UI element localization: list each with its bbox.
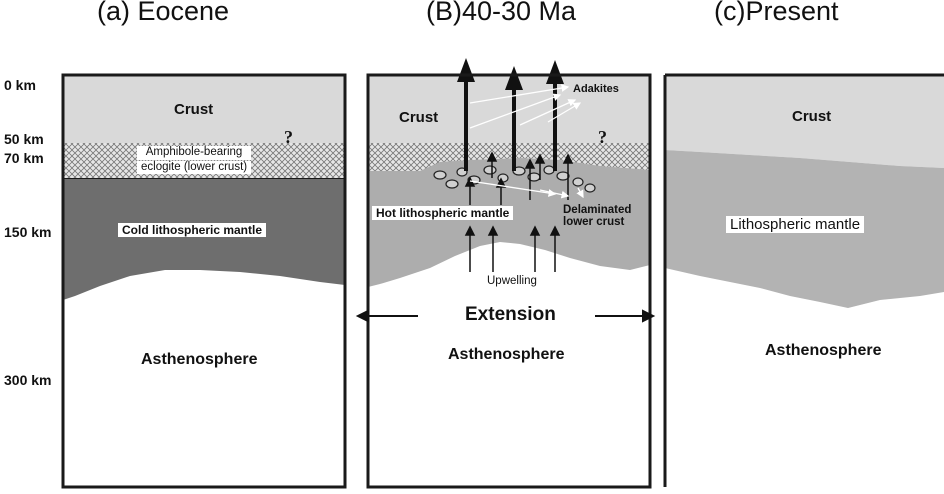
small-arrow-1-head (464, 176, 476, 187)
panel-c-title: (c)Present (714, 0, 839, 26)
small-arrow-6-head (562, 153, 574, 164)
panel-b-upwelling-label: Upwelling (487, 275, 537, 287)
small-arrow-5-head (534, 153, 546, 164)
ascent-arrow-1-head (457, 58, 475, 82)
delaminated-label-line-2: lower crust (563, 215, 625, 228)
panel-a-title: (a) Eocene (97, 0, 230, 26)
upwelling-arrow-2-head (487, 225, 499, 236)
depth-label-300: 300 km (4, 372, 52, 388)
panel-a (61, 73, 347, 489)
panel-a-frame (61, 73, 347, 489)
panel-c-mantle-label: Lithospheric mantle (726, 216, 865, 233)
panel-c-frame (663, 73, 944, 487)
panel-b-crust-label: Crust (399, 109, 439, 126)
panel-b-question-mark: ? (598, 127, 607, 147)
depth-label-50: 50 km (4, 131, 44, 147)
panel-a-question-mark: ? (284, 127, 293, 147)
blob-12 (584, 183, 596, 193)
mantle-small-arrows (464, 151, 574, 272)
delamination-arrow-2 (539, 189, 570, 199)
extension-arrow-left-head (355, 309, 369, 323)
blob-1 (433, 170, 447, 180)
panel-a-asthenosphere-label: Asthenosphere (141, 351, 258, 368)
blob-10 (556, 171, 570, 181)
small-arrow-2-head (486, 151, 498, 162)
panel-b-title: (B)40-30 Ma (426, 0, 577, 26)
panel-c-crust-layer (665, 75, 944, 168)
extension-arrows (355, 309, 656, 323)
adakite-arrow-2 (469, 93, 562, 129)
blob-11 (572, 177, 584, 187)
panel-b-asthenosphere-label: Asthenosphere (448, 346, 565, 363)
upwelling-arrow-3-head (529, 225, 541, 236)
blob-5 (483, 165, 497, 175)
panel-c (663, 73, 944, 487)
eclogite-label-line-2: eclogite (lower crust) (137, 160, 252, 174)
ascent-arrow-3-head (546, 60, 564, 84)
panel-c-asthenosphere-label: Asthenosphere (765, 342, 882, 359)
eclogite-label-line-1: Amphibole-bearing (137, 146, 252, 160)
blob-9 (543, 165, 555, 175)
panel-b-delaminated-label: Delaminated lower crust (563, 204, 632, 228)
upwelling-arrow-4-head (549, 225, 561, 236)
extension-arrow-right-head (642, 309, 656, 323)
delamination-arrow-3 (576, 187, 584, 199)
adakite-arrow-1 (469, 84, 570, 104)
upwelling-arrow-1-head (464, 225, 476, 236)
small-arrow-4-head (524, 158, 536, 169)
panel-b (355, 58, 656, 489)
panel-b-frame (366, 73, 652, 489)
adakite-arrow-3 (519, 99, 577, 126)
panel-c-crust-label: Crust (792, 108, 832, 125)
adakite-arrows (469, 84, 584, 199)
panel-b-mantle-label: Hot lithospheric mantle (372, 206, 514, 220)
delamination-arrow-1 (469, 180, 557, 197)
panel-a-crust-layer (63, 75, 345, 143)
blob-2 (445, 179, 459, 189)
panel-a-mantle-label: Cold lithospheric mantle (118, 223, 267, 237)
panel-a-mantle-layer (63, 179, 345, 300)
adakite-arrow-4 (547, 102, 582, 123)
panel-a-eclogite-label: Amphibole-bearing eclogite (lower crust) (137, 146, 252, 174)
delaminated-label-line-1: Delaminated (563, 204, 632, 216)
depth-label-0: 0 km (4, 77, 36, 93)
depth-label-70: 70 km (4, 150, 44, 166)
panel-b-extension-label: Extension (465, 304, 556, 325)
panel-b-adakites-label: Adakites (573, 83, 619, 95)
depth-label-150: 150 km (4, 224, 52, 240)
panel-a-crust-label: Crust (174, 101, 214, 118)
ascent-arrow-2-head (505, 66, 523, 90)
